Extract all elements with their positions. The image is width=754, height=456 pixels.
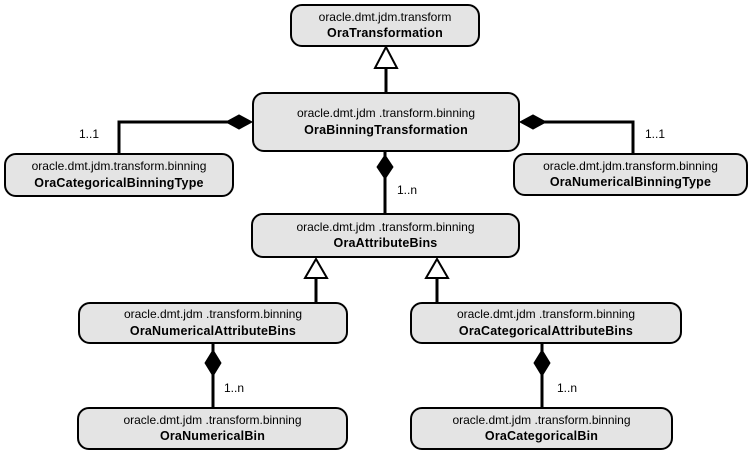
class-box-ora-binning-transformation: oracle.dmt.jdm .transform.binning OraBin… — [252, 92, 520, 152]
class-name: OraNumericalBinningType — [549, 175, 712, 190]
package-name: oracle.dmt.jdm.transform.binning — [543, 158, 718, 173]
package-name: oracle.dmt.jdm .transform.binning — [456, 307, 636, 322]
multiplicity-label-categorical-bin: 1..n — [557, 381, 578, 395]
package-name: oracle.dmt.jdm .transform.binning — [123, 412, 302, 427]
class-name: OraCategoricalBinningType — [34, 175, 204, 190]
inheritance-categorical-attribute-bins — [424, 257, 450, 304]
inheritance-triangle-icon — [303, 257, 329, 279]
inheritance-binning-to-transformation — [373, 44, 399, 95]
multiplicity-label-attribute-bins: 1..n — [397, 183, 418, 197]
package-name: oracle.dmt.jdm .transform.binning — [296, 106, 476, 121]
composition-diamond-icon — [224, 114, 254, 130]
class-name: OraAttributeBins — [333, 236, 438, 251]
class-box-ora-numerical-attribute-bins: oracle.dmt.jdm .transform.binning OraNum… — [78, 302, 348, 344]
multiplicity-label-categorical-binning-type: 1..1 — [79, 127, 100, 141]
inheritance-numerical-attribute-bins — [303, 257, 329, 304]
composition-categorical-binning-type — [117, 114, 254, 156]
package-name: oracle.dmt.jdm .transform.binning — [296, 219, 475, 234]
class-box-ora-categorical-binning-type: oracle.dmt.jdm.transform.binning OraCate… — [4, 153, 234, 197]
inheritance-triangle-icon — [373, 44, 399, 69]
composition-line — [117, 120, 230, 156]
package-name: oracle.dmt.jdm.transform.binning — [31, 159, 207, 174]
class-name: OraCategoricalAttributeBins — [458, 323, 634, 338]
composition-diamond-icon — [518, 114, 548, 130]
composition-line — [542, 120, 635, 156]
class-name: OraBinningTransformation — [304, 122, 468, 137]
class-name: OraNumericalAttributeBins — [129, 323, 297, 338]
composition-attribute-bins — [376, 150, 394, 215]
class-box-ora-categorical-attribute-bins: oracle.dmt.jdm .transform.binning OraCat… — [410, 302, 682, 344]
class-name: OraNumericalBin — [159, 429, 266, 444]
package-name: oracle.dmt.jdm.transform — [318, 9, 452, 24]
class-box-ora-numerical-binning-type: oracle.dmt.jdm.transform.binning OraNume… — [513, 153, 748, 196]
class-box-ora-categorical-bin: oracle.dmt.jdm .transform.binning OraCat… — [410, 407, 673, 450]
composition-diamond-icon — [533, 349, 551, 377]
composition-categorical-bin — [533, 342, 551, 409]
composition-numerical-binning-type — [518, 114, 635, 156]
package-name: oracle.dmt.jdm .transform.binning — [123, 307, 303, 322]
composition-diamond-icon — [376, 154, 394, 180]
class-box-ora-numerical-bin: oracle.dmt.jdm .transform.binning OraNum… — [77, 407, 348, 450]
inheritance-triangle-icon — [424, 257, 450, 279]
multiplicity-label-numerical-bin: 1..n — [224, 381, 245, 395]
multiplicity-label-numerical-binning-type: 1..1 — [645, 127, 666, 141]
package-name: oracle.dmt.jdm .transform.binning — [452, 412, 631, 427]
composition-diamond-icon — [204, 349, 222, 377]
class-box-ora-attribute-bins: oracle.dmt.jdm .transform.binning OraAtt… — [251, 213, 520, 258]
class-box-ora-transformation: oracle.dmt.jdm.transform OraTransformati… — [290, 4, 480, 47]
class-name: OraCategoricalBin — [484, 429, 599, 444]
composition-numerical-bin — [204, 342, 222, 409]
class-name: OraTransformation — [327, 26, 443, 41]
